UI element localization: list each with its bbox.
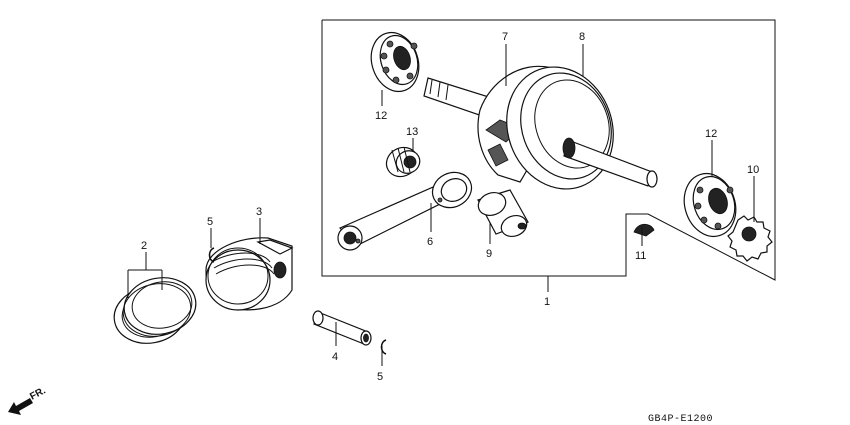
front-direction-indicator: FR. <box>8 385 48 415</box>
crank-pin <box>477 189 529 237</box>
bearing-left <box>370 31 420 93</box>
assembly-group-outline <box>321 19 776 281</box>
woodruff-key <box>633 223 655 237</box>
connecting-rod <box>337 171 473 251</box>
callout-5-upper: 5 <box>207 216 213 228</box>
leader-lines <box>127 44 755 366</box>
callout-1: 1 <box>544 296 550 308</box>
callout-labels: 1 2 3 4 5 5 6 7 8 9 10 11 12 12 13 <box>141 31 759 383</box>
piston-rings <box>113 277 197 344</box>
front-arrow-icon <box>8 398 33 415</box>
callout-12-right: 12 <box>705 128 717 140</box>
callout-9: 9 <box>486 248 492 260</box>
callout-11: 11 <box>635 250 646 262</box>
callout-6: 6 <box>427 236 433 248</box>
piston-pin-clip-upper <box>208 247 215 263</box>
callout-4: 4 <box>332 351 338 363</box>
piston-pin <box>312 310 372 346</box>
front-label: FR. <box>28 385 48 402</box>
crankshaft <box>423 65 658 190</box>
piston <box>205 237 294 311</box>
callout-12-left: 12 <box>375 110 387 122</box>
callout-8: 8 <box>579 31 585 43</box>
callout-13: 13 <box>406 126 418 138</box>
callout-10: 10 <box>747 164 759 176</box>
callout-3: 3 <box>256 206 262 218</box>
callout-5-lower: 5 <box>377 371 383 383</box>
needle-bearing <box>385 146 421 178</box>
callout-2: 2 <box>141 240 147 252</box>
bearing-right <box>683 173 737 237</box>
callout-7: 7 <box>502 31 508 43</box>
timing-gear <box>727 215 773 262</box>
diagram-code: GB4P-E1200 <box>648 414 713 425</box>
